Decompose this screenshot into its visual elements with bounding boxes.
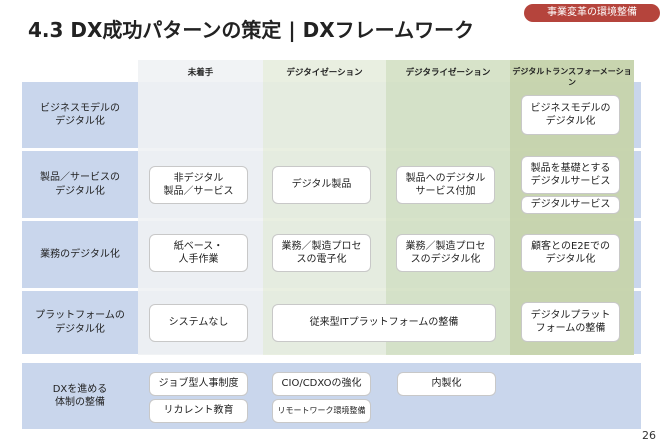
column-header: 未着手 xyxy=(187,68,214,78)
cell-box: デジタル製品 xyxy=(272,166,371,204)
cell-box: 業務／製造プロセ スの電子化 xyxy=(272,234,371,272)
row-label: プラットフォームの デジタル化 xyxy=(35,310,125,335)
cell-box: 業務／製造プロセ スのデジタル化 xyxy=(396,234,495,272)
row-label: 業務のデジタル化 xyxy=(40,248,120,260)
section-badge: 事業変革の環境整備 xyxy=(524,4,660,22)
cell-box: 製品へのデジタル サービス付加 xyxy=(396,166,495,204)
cell-box: 製品を基礎とする デジタルサービス xyxy=(521,156,620,194)
column-header: デジタルトランスフォーメーション xyxy=(512,67,632,87)
cell-box: システムなし xyxy=(149,304,248,342)
column-header: デジタイゼーション xyxy=(286,68,363,78)
cell-box: リモートワーク環境整備 xyxy=(272,399,371,423)
row-label: ビジネスモデルの デジタル化 xyxy=(40,102,120,128)
cell-box: リカレント教育 xyxy=(149,399,248,423)
column-header: デジタライゼーション xyxy=(405,68,491,78)
page-number: 26 xyxy=(642,429,656,442)
row-label: DXを進める 体制の整備 xyxy=(52,383,108,409)
cell-box: ビジネスモデルの デジタル化 xyxy=(521,95,620,135)
cell-box: 顧客とのE2Eでの デジタル化 xyxy=(521,234,620,272)
cell-box: 従来型ITプラットフォームの整備 xyxy=(272,304,496,342)
cell-box: 非デジタル 製品／サービス xyxy=(149,166,248,204)
cell-box: デジタルサービス xyxy=(521,196,620,214)
cell-box: デジタルプラット フォームの整備 xyxy=(521,302,620,342)
cell-box: 内製化 xyxy=(397,372,496,396)
cell-box: ジョブ型人事制度 xyxy=(149,372,248,396)
cell-box: 紙ベース・ 人手作業 xyxy=(149,234,248,272)
page-title: 4.3 DX成功パターンの策定 | DXフレームワーク xyxy=(28,18,475,42)
row-label: 製品／サービスの デジタル化 xyxy=(40,172,120,197)
cell-box: CIO/CDXOの強化 xyxy=(272,372,371,396)
